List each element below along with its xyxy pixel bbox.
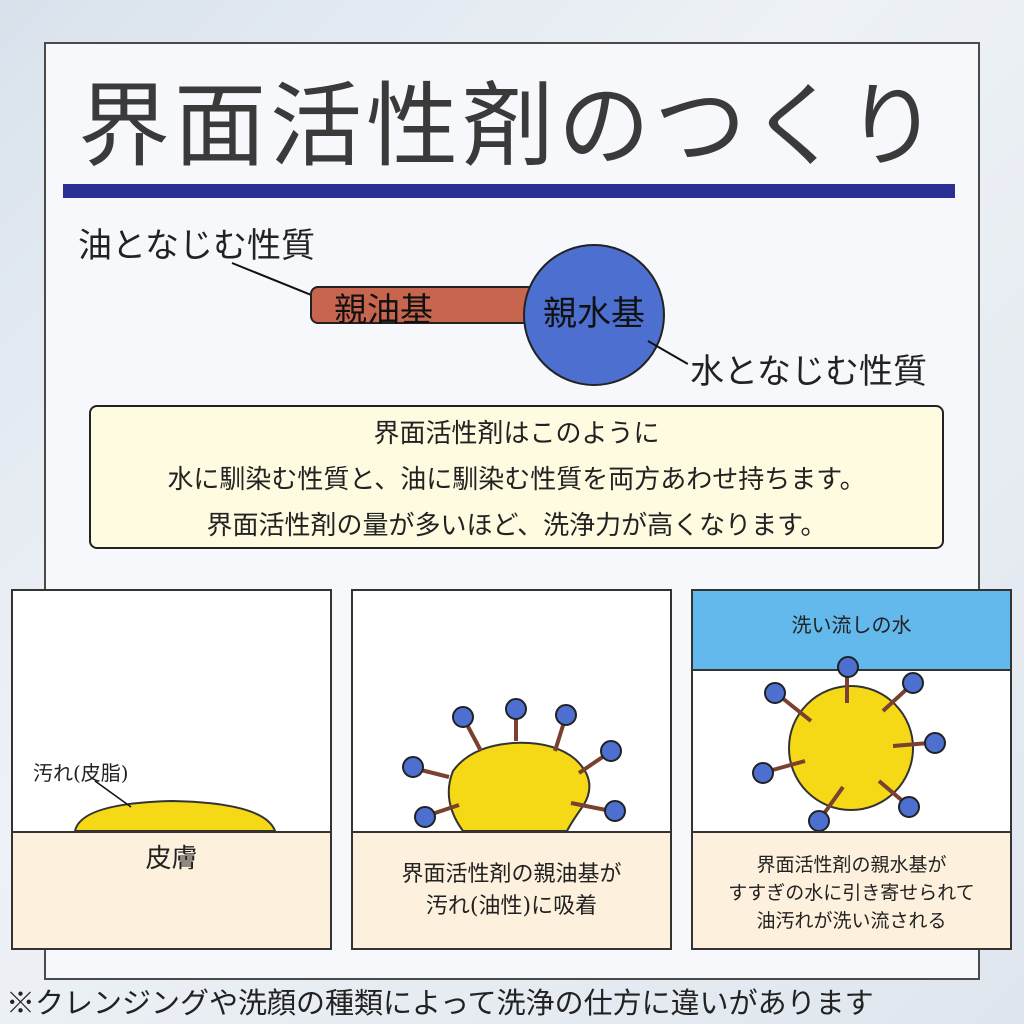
dirt-blob <box>447 741 591 832</box>
lifted-dirt-blob <box>788 685 914 811</box>
explanation-box: 界面活性剤はこのように 水に馴染む性質と、油に馴染む性質を両方あわせ持ちます。 … <box>89 405 944 549</box>
hydrophilic-label: 親水基 <box>543 294 645 334</box>
water-nature-label: 水となじむ性質 <box>690 352 927 392</box>
explanation-line-2: 水に馴染む性質と、油に馴染む性質を両方あわせ持ちます。 <box>167 465 866 495</box>
panel-2-caption-line-2: 汚れ(油性)に吸着 <box>425 894 598 919</box>
panel-1-illustration <box>73 780 277 832</box>
panel-3-caption-line-2: すすぎの水に引き寄せられて <box>728 882 975 904</box>
panel-2-illustration <box>402 698 626 832</box>
oil-nature-label: 油となじむ性質 <box>78 226 315 266</box>
lipophilic-group: 親油基 <box>310 286 560 329</box>
panel-skin-dirt: 汚れ(皮脂) 皮膚 <box>11 589 332 950</box>
panel-3-caption-line-3: 油汚れが洗い流される <box>756 910 947 932</box>
hydrophilic-group: 親水基 <box>523 244 665 386</box>
panel-2-caption-line-1: 界面活性剤の親油基が <box>401 862 622 887</box>
panel-rinse: 洗い流しの水 界面活性剤の親水基が すすぎの水に引き寄せられて 油汚れが洗い流さ… <box>691 589 1012 950</box>
explanation-line-1: 界面活性剤はこのように <box>373 419 660 449</box>
skin-layer: 皮膚 <box>13 831 330 948</box>
title-rule <box>63 184 955 198</box>
sebum-blob <box>73 799 277 832</box>
panel-adsorption: 界面活性剤の親油基が 汚れ(油性)に吸着 <box>351 589 672 950</box>
lipophilic-label: 親油基 <box>334 290 433 329</box>
skin-layer: 界面活性剤の親水基が すすぎの水に引き寄せられて 油汚れが洗い流される <box>693 831 1010 948</box>
page-title: 界面活性剤のつくり <box>77 73 942 180</box>
panel-3-illustration <box>752 656 946 832</box>
dirt-pointer-line <box>94 780 132 808</box>
water-label: 洗い流しの水 <box>791 613 912 637</box>
panel-3-caption-line-1: 界面活性剤の親水基が <box>756 854 947 876</box>
explanation-line-3: 界面活性剤の量が多いほど、洗浄力が高くなります。 <box>206 511 827 541</box>
footnote: ※クレンジングや洗顔の種類によって洗浄の仕方に違いがあります <box>6 986 874 1020</box>
skin-layer: 界面活性剤の親油基が 汚れ(油性)に吸着 <box>353 831 670 948</box>
skin-label: 皮膚 <box>145 844 198 874</box>
dirt-label: 汚れ(皮脂) <box>33 761 129 785</box>
